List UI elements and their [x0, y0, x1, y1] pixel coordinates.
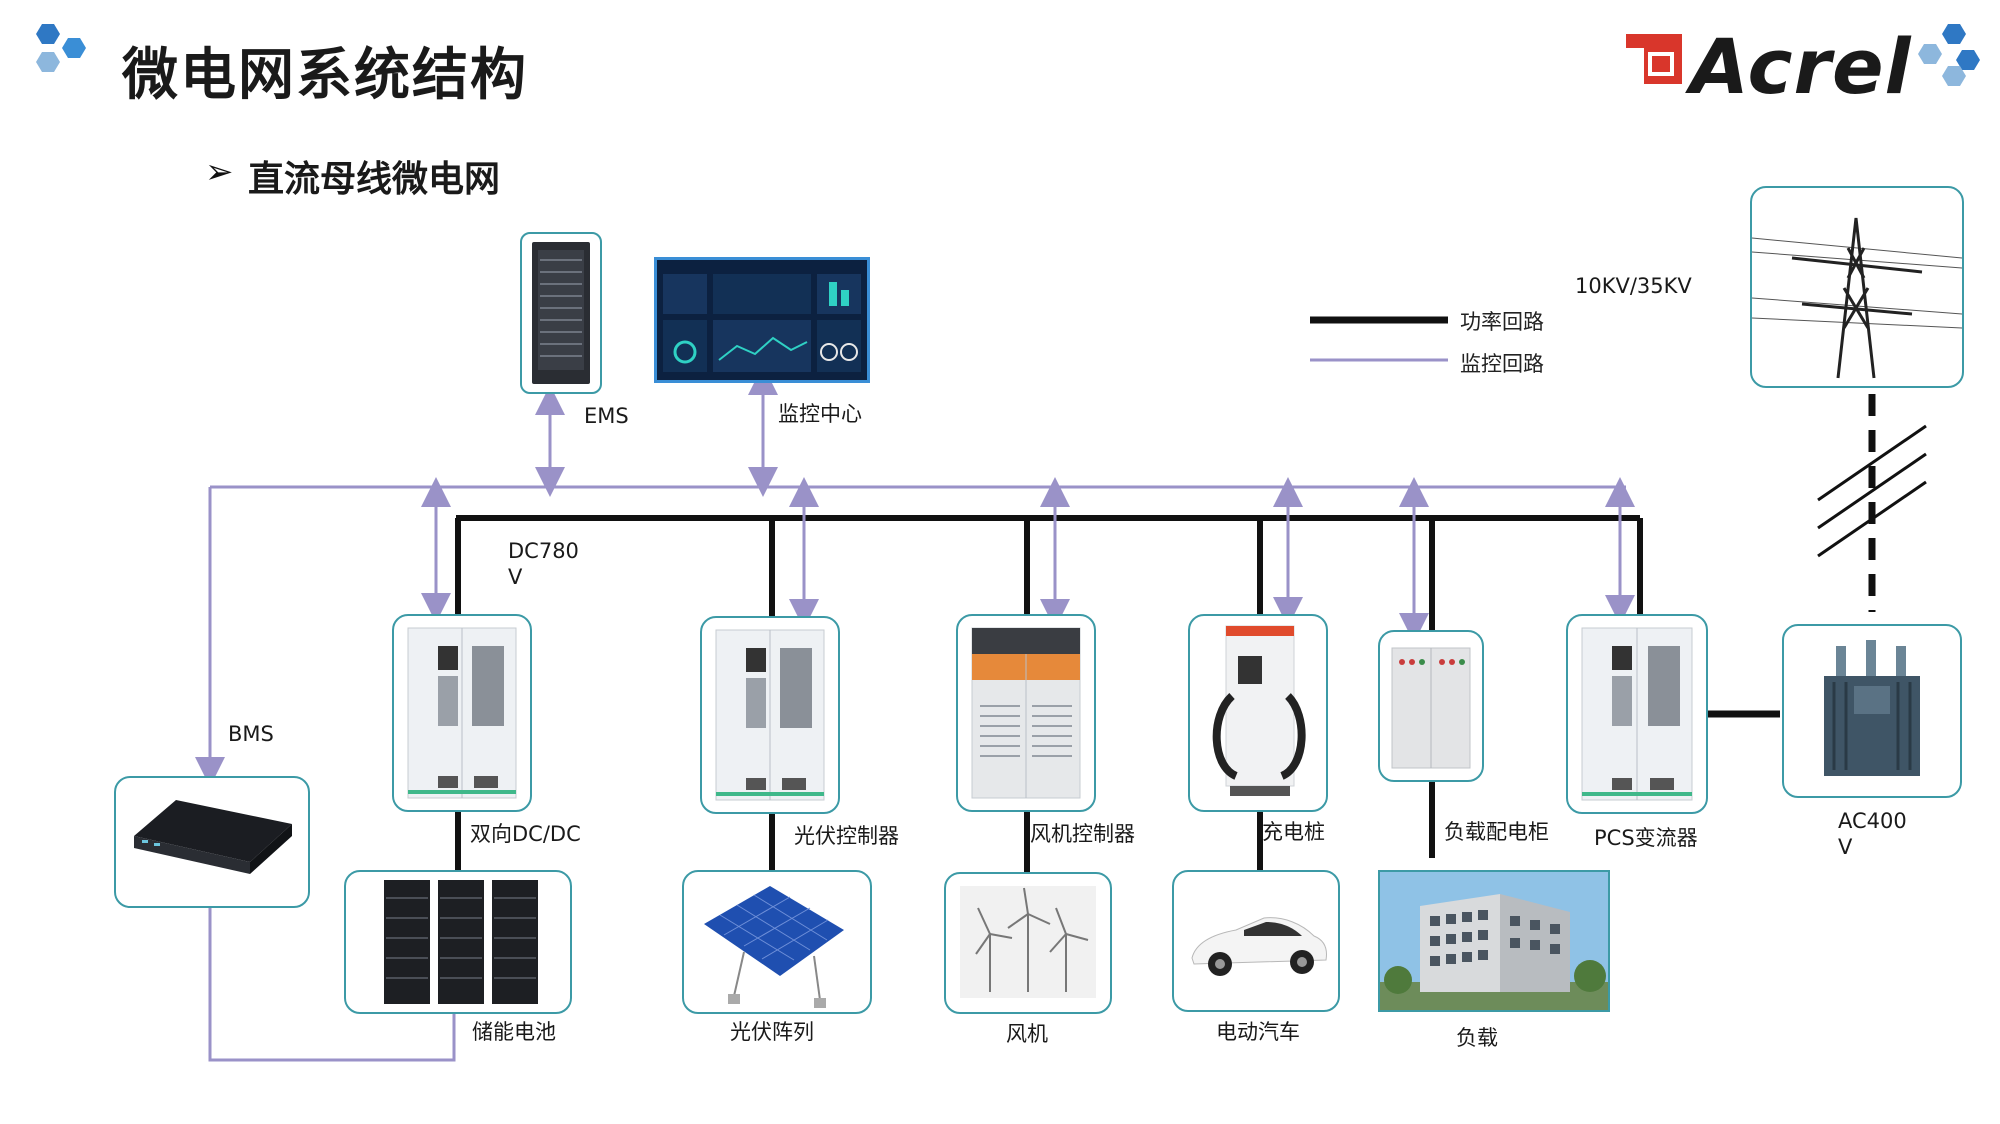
legend-power-label: 功率回路 — [1460, 310, 1544, 334]
load-distribution-label: 负载配电柜 — [1444, 820, 1549, 844]
cabinet-icon — [1581, 627, 1693, 801]
storage-battery-box[interactable] — [344, 870, 572, 1014]
dc-bus-voltage-label: DC780 V — [508, 539, 579, 589]
switchgear-icon — [1391, 647, 1471, 769]
grid-tower-box[interactable] — [1750, 186, 1964, 388]
cabinet-icon — [407, 627, 517, 799]
pv-array-label: 光伏阵列 — [730, 1020, 814, 1044]
header-hex-right-icon — [1918, 22, 1988, 92]
building-icon — [1380, 894, 1608, 1010]
electric-vehicle-label: 电动汽车 — [1216, 1020, 1300, 1044]
car-icon — [1191, 917, 1327, 976]
load-label: 负载 — [1456, 1026, 1498, 1050]
ev-charger-icon — [1212, 625, 1306, 796]
grid-voltage-label: 10KV/35KV — [1575, 274, 1692, 298]
page-title: 微电网系统结构 — [122, 43, 528, 108]
monitor-center-screen[interactable] — [654, 257, 870, 383]
charging-pile-label: 充电桩 — [1262, 820, 1325, 844]
transformer-box[interactable] — [1782, 624, 1962, 798]
brand-logo-text: Acrel — [1690, 22, 1912, 111]
load-distribution-box[interactable] — [1378, 630, 1484, 782]
transformer-icon — [1824, 640, 1920, 776]
ems-server-box[interactable] — [520, 232, 602, 394]
wind-controller-box[interactable] — [956, 614, 1096, 812]
bms-label: BMS — [228, 722, 274, 746]
ems-label: EMS — [584, 404, 629, 428]
acrel-logo-icon — [1622, 30, 1686, 92]
load-building-box[interactable] — [1378, 870, 1610, 1012]
bullet-arrow-icon: ➢ — [205, 152, 234, 192]
bidirectional-dcdc-box[interactable] — [392, 614, 532, 812]
storage-battery-label: 储能电池 — [472, 1020, 556, 1044]
pcs-converter-box[interactable] — [1566, 614, 1708, 814]
pv-controller-box[interactable] — [700, 616, 840, 814]
solar-panel-icon — [704, 886, 844, 1008]
pv-array-box[interactable] — [682, 870, 872, 1014]
wind-controller-label: 风机控制器 — [1030, 822, 1135, 846]
electric-vehicle-box[interactable] — [1172, 870, 1340, 1012]
bidirectional-dcdc-label: 双向DC/DC — [470, 822, 581, 846]
cabinet-icon — [971, 627, 1081, 799]
charging-pile-box[interactable] — [1188, 614, 1328, 812]
pcs-converter-label: PCS变流器 — [1594, 826, 1698, 850]
power-tower-icon — [1752, 217, 1962, 379]
ac-voltage-label: AC400 V — [1838, 809, 1907, 859]
page-subtitle: 直流母线微电网 — [248, 159, 501, 200]
legend-monitor-label: 监控回路 — [1460, 352, 1544, 376]
pv-controller-label: 光伏控制器 — [794, 824, 899, 848]
cabinet-icon — [715, 629, 825, 801]
wind-turbine-icon — [960, 886, 1096, 998]
header-hex-icon — [28, 22, 98, 86]
monitor-center-label: 监控中心 — [778, 402, 862, 426]
bms-unit-icon — [134, 800, 292, 874]
server-rack-icon — [532, 242, 590, 384]
wind-turbine-box[interactable] — [944, 872, 1112, 1014]
dashboard-icon — [663, 274, 861, 372]
battery-rack-icon — [384, 880, 538, 1004]
bms-device-box[interactable] — [114, 776, 310, 908]
wind-turbine-label: 风机 — [1006, 1022, 1048, 1046]
